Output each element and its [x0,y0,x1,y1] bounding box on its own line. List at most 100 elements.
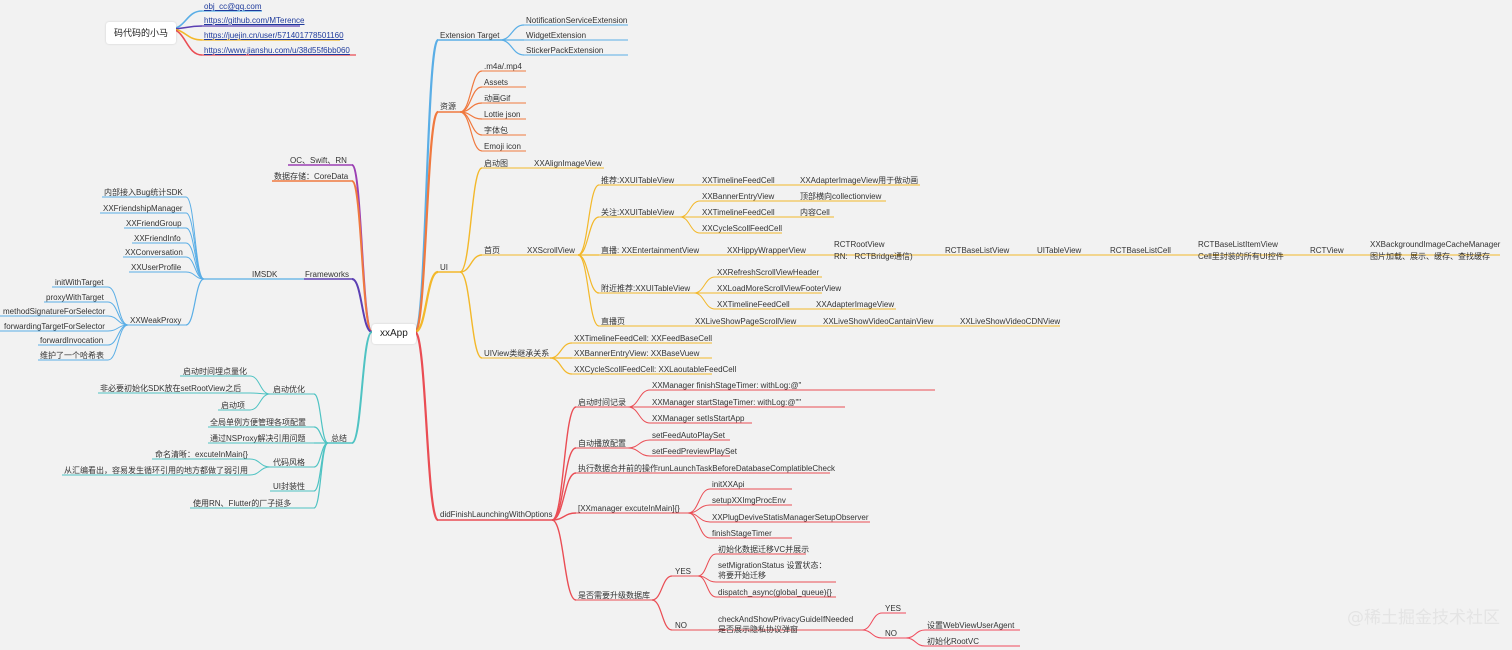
imsdk-item[interactable]: XXFriendInfo [134,234,181,243]
startup-node[interactable]: 启动优化 [273,385,305,394]
nearby-table[interactable]: 附近推荐:XXUITableView [601,284,691,293]
privacy-yes[interactable]: YES [885,604,902,613]
merge-node[interactable]: 执行数据合并前的操作runLaunchTaskBeforeDatabaseCom… [578,464,835,473]
startup-item[interactable]: 启动时间埋点量化 [183,367,247,376]
inherit-item[interactable]: XXTimelineFeedCell: XXFeedBaseCell [574,334,712,343]
resource-item[interactable]: Assets [484,78,509,87]
bg-cache[interactable]: XXBackgroundImageCacheManager [1370,240,1501,249]
imsdk-item[interactable]: XXUserProfile [131,263,182,272]
live-contain[interactable]: XXLiveShowVideoCantainView [823,317,934,326]
privacy-no[interactable]: NO [885,629,897,638]
launch-image[interactable]: 启动图 [484,159,508,168]
follow-cell-desc[interactable]: 内容Cell [800,208,830,217]
privacy-node[interactable]: checkAndShowPrivacyGuideIfNeeded 是否展示隐私协… [718,615,854,634]
weak-proxy-item[interactable]: forwardInvocation [40,336,104,345]
bg-cache-desc[interactable]: 图片加载、展示、缓存、查找缓存 [1370,252,1490,261]
upgrade-no[interactable]: NO [675,621,687,630]
link-email[interactable]: obj_cc@qq.com [204,2,262,11]
autoplay-node[interactable]: 自动播放配置 [578,439,626,448]
autoplay-item[interactable]: setFeedPreviewPlaySet [652,447,737,456]
migration-item[interactable]: 初始化数据迁移VC并展示 [718,545,810,554]
root-node[interactable]: xxApp [372,324,416,344]
home-node[interactable]: 首页 [484,246,500,255]
inherit-item[interactable]: XXCycleScollFeedCell: XXLaoutableFeedCel… [574,365,737,374]
refresh-header[interactable]: XXRefreshScrollViewHeader [717,268,820,277]
follow-table[interactable]: 关注:XXUITableView [601,208,675,217]
autoplay-item[interactable]: setFeedAutoPlaySet [652,431,725,440]
privacy-no-item[interactable]: 初始化RootVC [927,637,980,646]
rct-view[interactable]: RCTView [1310,246,1344,255]
nsproxy-node[interactable]: 通过NSProxy解决引用问题 [210,434,306,443]
imsdk-item[interactable]: XXFriendGroup [126,219,182,228]
hippy-wrapper[interactable]: XXHippyWrapperView [727,246,806,255]
inherit-item[interactable]: XXBannerEntryView: XXBaseVuew [574,349,700,358]
link-juejin[interactable]: https://juejin.cn/user/571401778501160 [204,31,344,40]
resources-node[interactable]: 资源 [440,102,456,111]
resource-item[interactable]: 字体包 [484,126,508,135]
recommend-table[interactable]: 推荐:XXUITableView [601,176,675,185]
nearby-image[interactable]: XXAdapterImageView [816,300,895,309]
rct-list[interactable]: RCTBaseListView [945,246,1010,255]
weak-proxy-item[interactable]: 维护了一个哈希表 [40,351,104,360]
weak-proxy-item[interactable]: proxyWithTarget [46,293,104,302]
timer-item[interactable]: XXManager startStageTimer: withLog:@"" [652,398,802,407]
weak-proxy-item[interactable]: methodSignatureForSelector [3,307,106,316]
resource-item[interactable]: Emoji icon [484,142,521,151]
did-finish-node[interactable]: didFinishLaunchingWithOptions [440,510,553,519]
exec-item[interactable]: setupXXImgProcEnv [712,496,786,505]
exec-item[interactable]: finishStageTimer [712,529,772,538]
upgrade-db-node[interactable]: 是否需要升级数据库 [578,591,650,600]
weak-proxy-item[interactable]: forwardingTargetForSelector [4,322,105,331]
rn-flutter-node[interactable]: 使用RN、Flutter的厂子挺多 [193,499,292,508]
timer-item[interactable]: XXManager setIsStartApp [652,414,745,423]
live-view[interactable]: 直播: XXEntertainmentView [601,246,700,255]
extension-target[interactable]: Extension Target [440,31,500,40]
imsdk-item[interactable]: XXConversation [125,248,183,257]
live-cdn[interactable]: XXLiveShowVideoCDNView [960,317,1061,326]
link-jianshu[interactable]: https://www.jianshu.com/u/38d55f6bb060 [204,46,350,55]
extension-item[interactable]: WidgetExtension [526,31,587,40]
resource-item[interactable]: Lottie json [484,110,521,119]
ui-pack-node[interactable]: UI封装性 [273,482,305,491]
privacy-no-item[interactable]: 设置WebViewUserAgent [927,621,1015,630]
singleton-node[interactable]: 全局单例方便管理各项配置 [210,418,306,427]
uitableview[interactable]: UITableView [1037,246,1082,255]
resource-item[interactable]: 动画Gif [484,94,511,103]
banner-entry[interactable]: XXBannerEntryView [702,192,775,201]
recommend-cell[interactable]: XXTimelineFeedCell [702,176,775,185]
weak-proxy-node[interactable]: XXWeakProxy [130,316,182,325]
loadmore-footer[interactable]: XXLoadMoreScrollViewFooterView [717,284,842,293]
code-style-node[interactable]: 代码风格 [273,458,305,467]
exec-item[interactable]: XXPlugDeviveStatisManagerSetupObserver [712,513,869,522]
storage-node[interactable]: 数据存储：CoreData [274,172,349,181]
imsdk-item[interactable]: XXFriendshipManager [103,204,183,213]
nearby-cell[interactable]: XXTimelineFeedCell [717,300,790,309]
follow-cell[interactable]: XXTimelineFeedCell [702,208,775,217]
upgrade-yes[interactable]: YES [675,567,692,576]
launch-time-node[interactable]: 启动时间记录 [578,398,626,407]
recommend-image[interactable]: XXAdapterImageView用于做动画 [800,176,919,185]
rct-root[interactable]: RCTRootView [834,240,885,249]
rct-cell[interactable]: RCTBaseListCell [1110,246,1171,255]
live-page[interactable]: 直播页 [601,317,625,326]
weak-proxy-item[interactable]: initWithTarget [55,278,104,287]
language-node[interactable]: OC、Swift、RN [290,156,347,165]
startup-item[interactable]: 启动项 [221,401,245,410]
launch-image-view[interactable]: XXAlignImageView [534,159,602,168]
rct-item-desc[interactable]: Cell里封装的所有UI控件 [1198,252,1284,261]
resource-item[interactable]: .m4a/.mp4 [484,62,522,71]
imsdk-node[interactable]: IMSDK [252,270,278,279]
exec-item[interactable]: initXXApi [712,480,745,489]
exec-main-node[interactable]: [XXmanager excuteInMain]{} [578,504,680,513]
migration-item[interactable]: setMigrationStatus 设置状态： 将要开始迁移 [718,561,827,580]
code-style-item[interactable]: 从汇编看出，容易发生循环引用的地方都做了弱引用 [64,466,248,475]
live-scroll[interactable]: XXLiveShowPageScrollView [695,317,797,326]
scroll-view[interactable]: XXScrollView [527,246,575,255]
inherit-node[interactable]: UIView类继承关系 [484,349,550,358]
cycle-cell[interactable]: XXCycleScollFeedCell [702,224,783,233]
extension-item[interactable]: NotificationServiceExtension [526,16,628,25]
rct-bridge[interactable]: RN: RCTBridge通信) [834,252,913,261]
startup-item[interactable]: 非必要初始化SDK放在setRootView之后 [100,384,242,393]
ui-node[interactable]: UI [440,263,448,272]
migration-item[interactable]: dispatch_async(global_queue){} [718,588,832,597]
